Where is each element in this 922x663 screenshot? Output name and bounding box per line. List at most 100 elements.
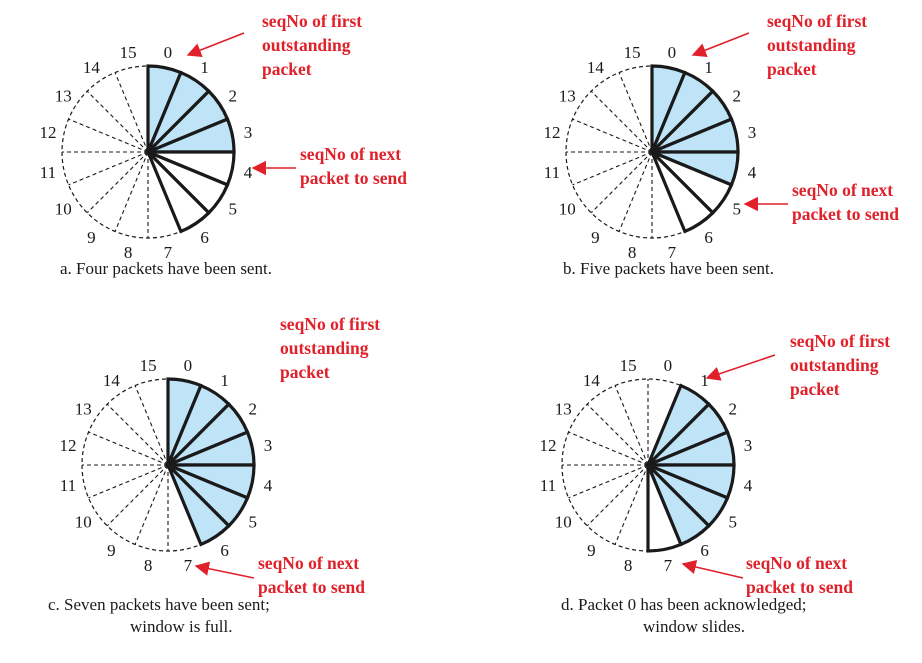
seq-number-label: 15: [120, 43, 137, 62]
seq-number-label: 0: [164, 43, 173, 62]
slot-divider: [586, 464, 649, 527]
seq-number-label: 9: [107, 541, 116, 560]
slot-divider: [590, 151, 653, 214]
first-outstanding-arrow: [705, 354, 776, 381]
seq-number-label: 0: [664, 356, 673, 375]
seq-number-label: 2: [729, 399, 738, 418]
seq-number-label: 8: [624, 556, 633, 575]
seq-number-label: 9: [587, 541, 596, 560]
seq-number-label: 4: [744, 476, 753, 495]
slot-divider: [106, 403, 169, 466]
seq-number-label: 4: [244, 163, 253, 182]
slot-divider: [68, 118, 149, 153]
seq-number-label: 15: [624, 43, 641, 62]
seq-number-label: 11: [40, 163, 56, 182]
seq-number-label: 14: [583, 371, 601, 390]
seq-number-label: 14: [587, 58, 605, 77]
first-outstanding-label: outstanding: [790, 355, 879, 375]
first-outstanding-label: seqNo of first: [262, 11, 362, 31]
sendable-slot: [146, 150, 212, 234]
seq-number-label: 6: [200, 228, 209, 247]
seq-number-label: 4: [264, 476, 273, 495]
seq-number-label: 1: [704, 58, 713, 77]
seq-number-label: 3: [244, 123, 253, 142]
seq-number-label: 6: [700, 541, 709, 560]
slot-divider: [572, 151, 653, 186]
seq-number-label: 1: [220, 371, 229, 390]
sendable-slot: [650, 150, 716, 234]
seq-number-label: 9: [591, 228, 600, 247]
next-to-send-arrow: [681, 559, 744, 579]
seq-number-label: 11: [60, 476, 76, 495]
panel-caption: c. Seven packets have been sent;: [48, 595, 270, 614]
slot-divider: [114, 72, 149, 153]
first-outstanding-label: packet: [790, 379, 840, 399]
slot-divider: [106, 464, 169, 527]
slot-divider: [134, 464, 169, 545]
slot-divider: [86, 90, 149, 153]
seq-number-label: 13: [55, 86, 72, 105]
seq-number-label: 2: [229, 86, 238, 105]
seq-number-label: 0: [668, 43, 677, 62]
slot-divider: [114, 151, 149, 232]
seq-number-label: 12: [539, 436, 556, 455]
seq-number-label: 11: [544, 163, 560, 182]
seq-number-label: 6: [220, 541, 229, 560]
seq-number-label: 1: [200, 58, 209, 77]
first-outstanding-label: outstanding: [767, 35, 856, 55]
seq-number-label: 0: [184, 356, 193, 375]
next-to-send-label: seqNo of next: [258, 553, 359, 573]
seq-number-label: 8: [144, 556, 153, 575]
first-outstanding-label: packet: [767, 59, 817, 79]
slot-divider: [86, 151, 149, 214]
next-to-send-label: seqNo of next: [300, 144, 401, 164]
slot-divider: [568, 464, 649, 499]
seq-number-label: 15: [620, 356, 637, 375]
first-outstanding-label: seqNo of first: [767, 11, 867, 31]
seq-number-label: 10: [55, 200, 72, 219]
seq-number-label: 3: [264, 436, 273, 455]
seq-number-label: 7: [668, 243, 677, 262]
first-outstanding-label: packet: [262, 59, 312, 79]
seq-number-label: 5: [249, 513, 258, 532]
seq-number-label: 2: [249, 399, 258, 418]
panel-caption: a. Four packets have been sent.: [60, 259, 272, 278]
seq-number-label: 14: [83, 58, 101, 77]
seq-number-label: 3: [744, 436, 753, 455]
panel-caption: d. Packet 0 has been acknowledged;: [561, 595, 806, 614]
slot-divider: [88, 431, 169, 466]
panel-caption: window slides.: [643, 617, 745, 636]
first-outstanding-arrow: [691, 32, 750, 57]
panel-caption: window is full.: [130, 617, 232, 636]
next-to-send-label: packet to send: [792, 204, 899, 224]
seq-number-label: 1: [700, 371, 709, 390]
seq-number-label: 12: [543, 123, 560, 142]
panel-caption: b. Five packets have been sent.: [563, 259, 774, 278]
slot-divider: [134, 385, 169, 466]
slot-divider: [88, 464, 169, 499]
seq-number-label: 4: [748, 163, 757, 182]
seq-number-label: 6: [704, 228, 713, 247]
sendable-slot: [646, 464, 684, 553]
first-outstanding-label: outstanding: [262, 35, 351, 55]
seq-number-label: 5: [733, 200, 742, 219]
seq-number-label: 14: [103, 371, 121, 390]
first-outstanding-label: seqNo of first: [790, 331, 890, 351]
first-outstanding-arrow: [186, 32, 245, 57]
slot-divider: [614, 385, 649, 466]
slot-divider: [614, 464, 649, 545]
seq-number-label: 13: [75, 399, 92, 418]
seq-number-label: 9: [87, 228, 96, 247]
seq-number-label: 8: [124, 243, 133, 262]
seq-number-label: 3: [748, 123, 757, 142]
first-outstanding-label: packet: [280, 362, 330, 382]
seq-number-label: 11: [540, 476, 556, 495]
outstanding-slot: [166, 463, 232, 547]
seq-number-label: 5: [229, 200, 238, 219]
seq-number-label: 2: [733, 86, 742, 105]
